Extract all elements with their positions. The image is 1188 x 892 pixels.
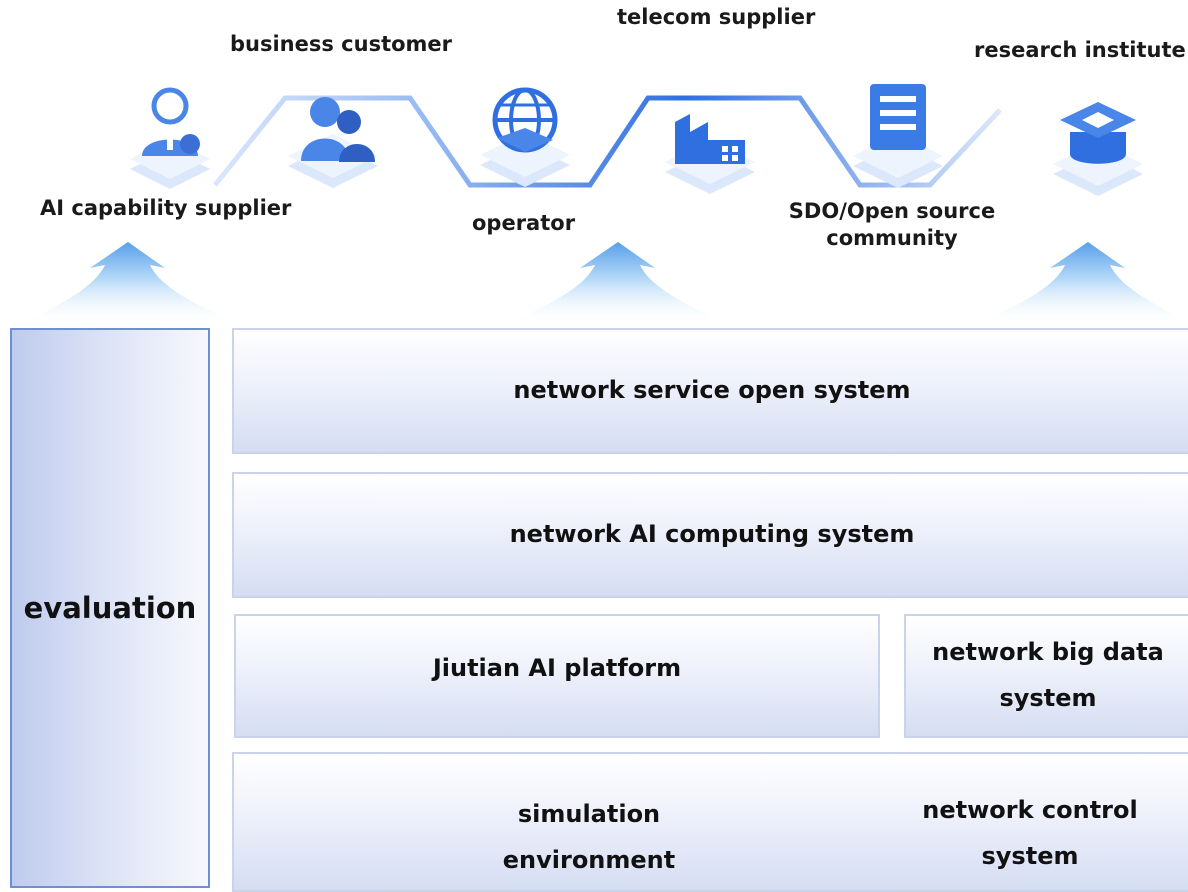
simulation-line1: simulation bbox=[517, 800, 661, 828]
big-data-line2: system bbox=[999, 684, 1097, 712]
evaluation-layer: evaluation bbox=[10, 328, 210, 888]
person-icon bbox=[130, 87, 210, 189]
label-sdo-open-source: SDO/Open source community bbox=[786, 198, 998, 253]
graduation-cap-icon bbox=[1053, 102, 1143, 196]
big-data-line1: network big data bbox=[932, 638, 1164, 667]
sdo-line2: community bbox=[826, 226, 958, 251]
arrow-right bbox=[985, 242, 1185, 320]
network-control-system-label: network control system bbox=[910, 788, 1150, 879]
sdo-line1: SDO/Open source bbox=[788, 199, 996, 223]
network-big-data-system-layer: network big data system bbox=[904, 614, 1188, 738]
arrow-left bbox=[29, 242, 230, 320]
label-operator: operator bbox=[472, 211, 576, 235]
network-control-line1: network control bbox=[922, 796, 1138, 824]
jiutian-ai-platform-label: Jiutian AI platform bbox=[432, 654, 682, 682]
simulation-environment-label: simulation environment bbox=[474, 792, 704, 883]
network-ai-computing-system-label: network AI computing system bbox=[509, 520, 915, 549]
network-big-data-system-label: network big data system bbox=[932, 630, 1164, 721]
label-telecom-supplier: telecom supplier bbox=[617, 5, 816, 29]
jiutian-ai-platform-layer: Jiutian AI platform bbox=[234, 614, 880, 738]
arrow-middle bbox=[515, 242, 720, 320]
label-ai-capability-supplier: AI capability supplier bbox=[40, 196, 292, 220]
network-control-line2: system bbox=[981, 841, 1079, 870]
label-business-customer: business customer bbox=[230, 32, 453, 56]
network-service-open-system-layer: network service open system bbox=[232, 328, 1188, 454]
network-ai-computing-system-layer: network AI computing system bbox=[232, 472, 1188, 598]
evaluation-label: evaluation bbox=[23, 591, 197, 625]
user-group-icon bbox=[288, 97, 378, 188]
network-service-open-system-label: network service open system bbox=[513, 376, 911, 405]
factory-icon bbox=[665, 114, 755, 194]
simulation-line2: environment bbox=[502, 845, 676, 874]
bottom-layer: simulation environment network control s… bbox=[232, 752, 1188, 892]
globe-icon bbox=[480, 87, 570, 187]
label-research-institute: research institute bbox=[974, 38, 1186, 62]
server-icon bbox=[853, 84, 943, 188]
